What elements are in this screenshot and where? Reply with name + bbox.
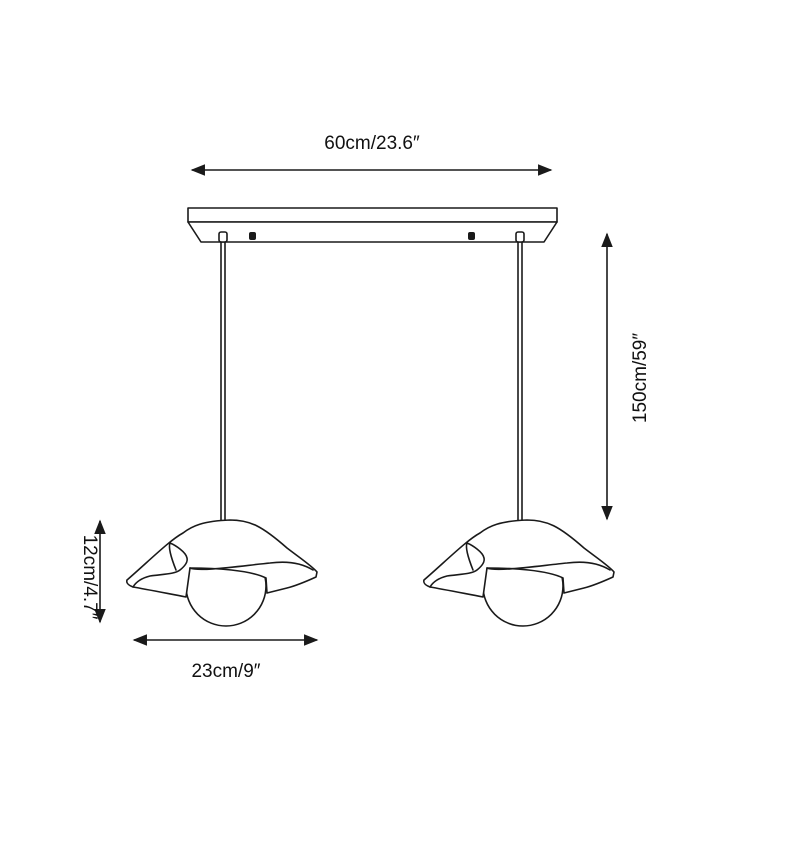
cord-length-label: 150cm/59″: [630, 333, 651, 423]
shade-height-label: 12cm/4.7″: [79, 535, 100, 620]
width-label: 60cm/23.6″: [324, 133, 420, 154]
pendant-shade-right: [422, 519, 615, 627]
pendant-shade-left: [125, 519, 318, 627]
shade-diameter-label: 23cm/9″: [191, 661, 260, 682]
ceiling-canopy: [187, 207, 558, 243]
suspension-cords: [220, 241, 523, 521]
